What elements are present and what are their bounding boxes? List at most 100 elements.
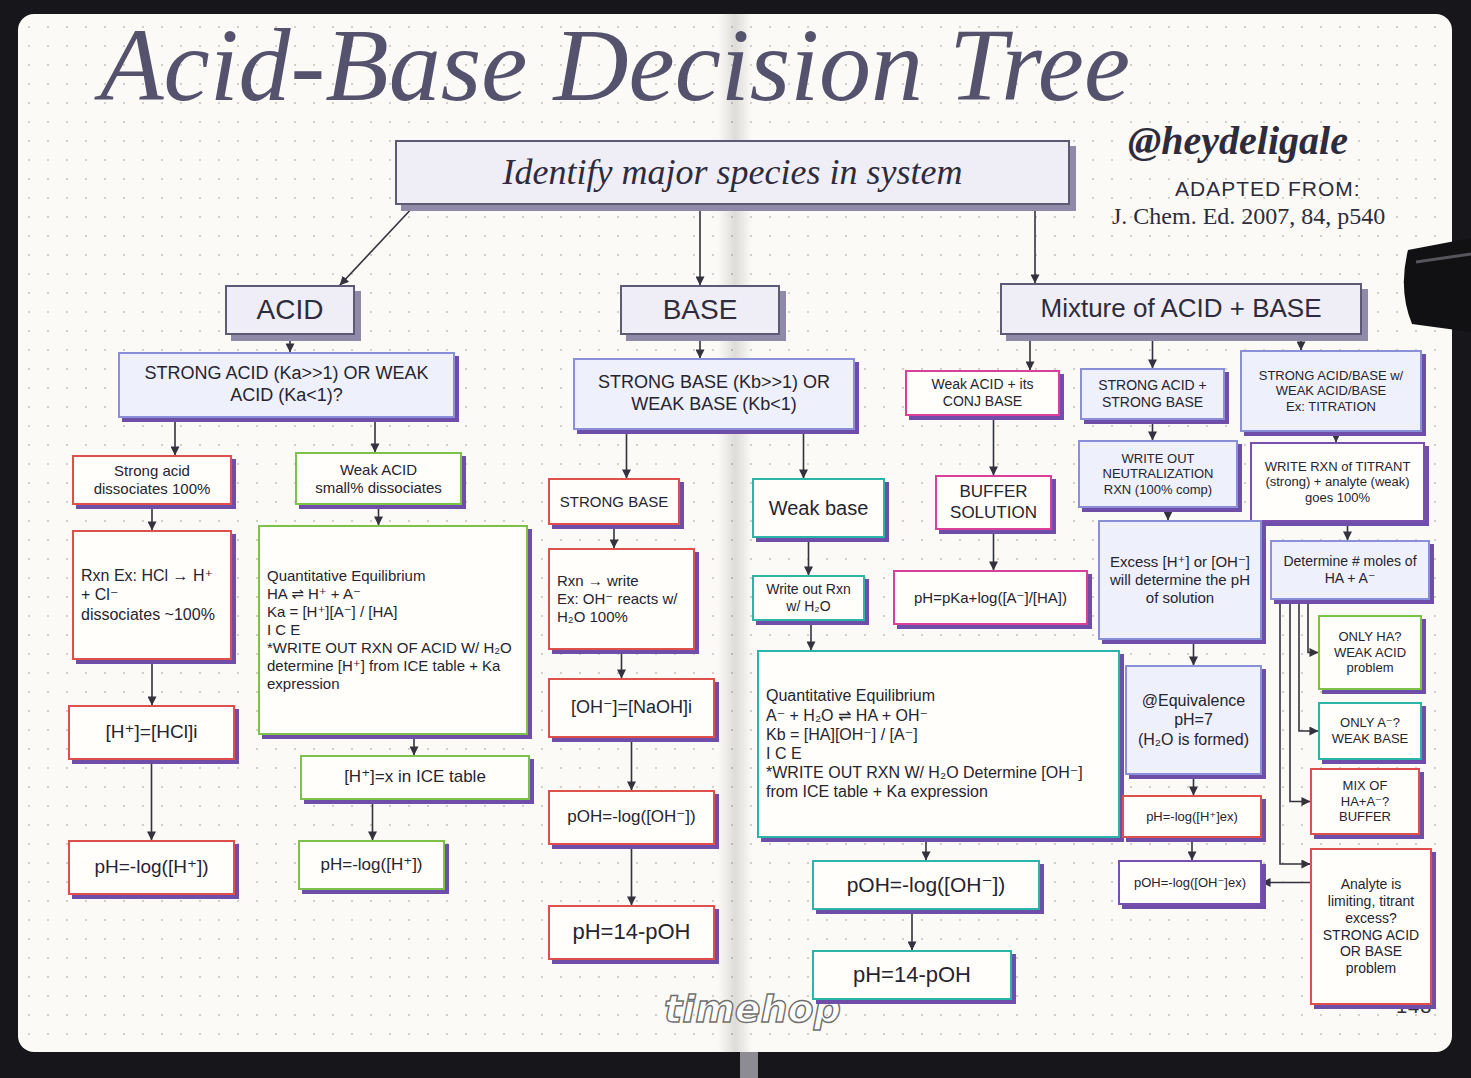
box-text: HA ⇌ H⁺ + A⁻ — [267, 585, 519, 603]
connector-arrow — [626, 430, 628, 478]
box-text: STRONG BASE — [557, 493, 671, 511]
box-text: BUFFER SOLUTION — [944, 482, 1043, 523]
box-text: ONLY A⁻? — [1327, 715, 1413, 731]
process-box: [H⁺]=[HCl]i — [68, 705, 235, 760]
process-box: Weak ACIDsmall% dissociates — [295, 452, 462, 505]
process-box: pOH=-log([OH⁻]) — [548, 790, 715, 845]
process-box: ONLY A⁻?WEAK BASE — [1318, 702, 1422, 760]
connector-arrow — [631, 845, 633, 905]
connector-arrow — [1034, 205, 1036, 283]
connector-arrow — [289, 335, 291, 352]
box-text: Determine # moles of HA + A⁻ — [1279, 553, 1421, 587]
connector-arrow — [1308, 600, 1318, 653]
connector-arrow — [1167, 508, 1169, 520]
connector-arrow — [1347, 522, 1349, 540]
box-text: *WRITE OUT RXN W/ H₂O Determine [OH⁻] fr… — [766, 763, 1111, 801]
process-box: Rxn → writeEx: OH⁻ reacts w/ H₂O 100% — [548, 548, 695, 650]
note-label: @heydeligale — [1128, 118, 1348, 164]
connector-arrow — [1191, 838, 1193, 860]
box-text: STRONG ACID OR BASE problem — [1319, 927, 1423, 977]
process-box: Excess [H⁺] or [OH⁻] will determine the … — [1098, 520, 1262, 640]
note-label: ADAPTED FROM: — [1175, 177, 1361, 201]
box-text: pOH=-log([OH⁻]) — [821, 872, 1031, 897]
process-box: [OH⁻]=[NaOH]i — [548, 678, 715, 738]
box-text: Excess [H⁺] or [OH⁻] will determine the … — [1107, 553, 1253, 607]
box-text: Weak ACID + its CONJ BASE — [914, 376, 1051, 410]
box-text: pH=14-pOH — [821, 962, 1003, 988]
box-text: Ex: TITRATION — [1249, 399, 1413, 415]
box-text: WRITE RXN of TITRANT (strong) + analyte … — [1259, 459, 1416, 506]
box-text: Rxn → write — [557, 572, 686, 590]
box-text: Weak ACID — [304, 461, 453, 479]
process-box: WRITE RXN of TITRANT (strong) + analyte … — [1250, 442, 1425, 522]
box-text: Ka = [H⁺][A⁻] / [HA] — [267, 603, 519, 621]
process-box: STRONG BASE — [548, 478, 680, 525]
box-text: pH=7 — [1134, 710, 1253, 729]
process-box: WRITE OUT NEUTRALIZATION RXN (100% comp) — [1078, 440, 1238, 508]
process-box: Rxn Ex: HCl → H⁺ + Cl⁻dissociates ~100% — [72, 530, 232, 660]
process-box: BUFFER SOLUTION — [935, 475, 1052, 530]
box-text: pH=-log([H⁺]) — [77, 856, 226, 879]
process-box: STRONG BASE (Kb>>1) OR WEAK BASE (Kb<1) — [573, 358, 855, 430]
box-text: WEAK BASE — [1327, 731, 1413, 747]
box-text: pH=-log([H⁺]ex) — [1131, 809, 1253, 825]
connector-arrow — [1029, 335, 1031, 370]
box-text: BASE — [629, 293, 771, 327]
process-box: [H⁺]=x in ICE table — [300, 755, 530, 800]
box-text: I C E — [766, 744, 1111, 763]
box-text: Weak base — [761, 496, 876, 520]
box-text: [H⁺]=x in ICE table — [309, 767, 521, 787]
process-box: pH=-log([H⁺]ex) — [1122, 795, 1262, 838]
connector-arrow — [911, 910, 913, 950]
connector-arrow — [993, 416, 995, 475]
connector-arrow — [374, 418, 376, 452]
process-box: pH=14-pOH — [812, 950, 1012, 1000]
connector-arrow — [1152, 335, 1154, 368]
process-box: pH=-log([H⁺]) — [298, 840, 445, 890]
process-box: Determine # moles of HA + A⁻ — [1270, 540, 1430, 600]
connector-arrow — [151, 760, 153, 840]
process-box: Write out Rxn w/ H₂O — [752, 575, 865, 621]
box-text: Ex: OH⁻ reacts w/ H₂O 100% — [557, 590, 686, 626]
connector-arrow — [413, 735, 415, 755]
box-text: pH=14-pOH — [557, 919, 706, 945]
process-box: pH=14-pOH — [548, 905, 715, 960]
connector-arrow — [808, 538, 810, 575]
process-box: pOH=-log([OH⁻]) — [812, 860, 1040, 910]
box-text: Strong acid dissociates 100% — [81, 462, 223, 498]
connector-arrow — [340, 205, 415, 285]
box-text: MIX OF HA+A⁻? — [1319, 778, 1411, 809]
box-text: WEAK ACID problem — [1327, 645, 1413, 676]
connector-arrow — [1335, 432, 1337, 442]
process-box: ONLY HA?WEAK ACID problem — [1318, 615, 1422, 690]
connector-arrow — [151, 660, 153, 705]
box-text: pOH=-log([OH⁻]) — [557, 807, 706, 827]
process-box: pH=-log([H⁺]) — [68, 840, 235, 895]
heading-box: BASE — [620, 285, 780, 335]
box-text: Rxn Ex: HCl → H⁺ + Cl⁻ — [81, 566, 223, 604]
process-box: Strong acid dissociates 100% — [72, 455, 232, 505]
box-text: @Equivalence — [1134, 691, 1253, 710]
connector-arrow — [925, 838, 927, 860]
note-label: J. Chem. Ed. 2007, 84, p540 — [1112, 203, 1385, 231]
process-box: MIX OF HA+A⁻?BUFFER — [1310, 768, 1420, 835]
box-text: A⁻ + H₂O ⇌ HA + OH⁻ — [766, 706, 1111, 725]
box-text: ACID — [234, 293, 346, 327]
connector-arrow — [1193, 775, 1195, 795]
box-text: STRONG BASE (Kb>>1) OR WEAK BASE (Kb<1) — [582, 372, 846, 415]
process-box: Weak base — [752, 478, 885, 538]
connector-arrow — [1193, 640, 1195, 665]
connector-arrow — [803, 430, 805, 478]
box-text: STRONG ACID (Ka>>1) OR WEAK ACID (Ka<1)? — [127, 363, 446, 406]
process-box: pOH=-log([OH⁻]ex) — [1118, 860, 1262, 905]
heading-box: ACID — [225, 285, 355, 335]
connector-arrow — [1262, 882, 1310, 884]
box-text: STRONG ACID/BASE w/ WEAK ACID/BASE — [1249, 368, 1413, 399]
box-text: pOH=-log([OH⁻]ex) — [1127, 875, 1253, 891]
box-text: *WRITE OUT RXN OF ACID W/ H₂O determine … — [267, 639, 519, 693]
connector-arrow — [1152, 420, 1154, 440]
connector-arrow — [1300, 335, 1302, 350]
box-text: Mixture of ACID + BASE — [1009, 293, 1353, 324]
box-text: [H⁺]=[HCl]i — [77, 721, 226, 744]
